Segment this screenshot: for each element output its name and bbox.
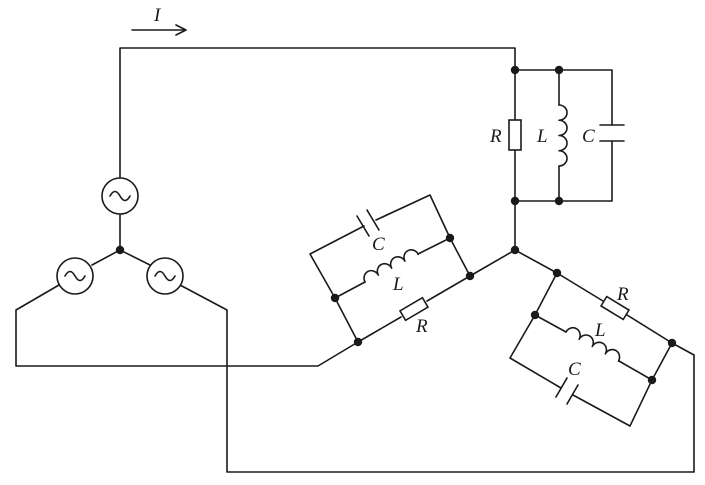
right-resistor xyxy=(599,295,631,321)
wire-top-feed xyxy=(119,47,516,179)
right-L-label: L xyxy=(594,320,606,341)
left-load xyxy=(309,194,475,347)
left-L-label: L xyxy=(392,274,404,295)
source-star-node xyxy=(115,245,125,255)
right-capacitor-plate-a xyxy=(555,377,568,398)
current-label: I xyxy=(153,5,162,26)
wire-left-source-return xyxy=(15,284,359,367)
wire-load-star-left xyxy=(469,249,516,277)
right-capacitor-plate-b xyxy=(566,384,579,405)
right-load xyxy=(509,268,677,427)
current-arrow xyxy=(131,24,187,36)
top-inductor xyxy=(558,104,568,167)
left-inductor xyxy=(363,249,420,283)
wire-right-source-return xyxy=(179,284,695,473)
ac-source-icon xyxy=(56,257,94,295)
wire-load-star-right xyxy=(514,249,558,274)
right-C-label: C xyxy=(568,359,581,380)
ac-source-icon xyxy=(101,177,139,215)
left-C-label: C xyxy=(372,234,385,255)
left-capacitor-plate-b xyxy=(366,209,380,231)
left-R-label: R xyxy=(415,316,428,337)
wire-star-left xyxy=(91,249,121,266)
top-load xyxy=(508,65,625,251)
ac-source-icon xyxy=(146,257,184,295)
right-inductor xyxy=(565,326,621,362)
top-C-label: C xyxy=(582,126,595,147)
left-resistor xyxy=(398,296,430,322)
wire-star-right xyxy=(119,249,151,266)
right-R-label: R xyxy=(616,284,629,305)
top-L-label: L xyxy=(536,126,548,147)
top-R-label: R xyxy=(489,126,502,147)
left-capacitor-plate-a xyxy=(356,215,370,237)
top-resistor xyxy=(508,119,522,151)
